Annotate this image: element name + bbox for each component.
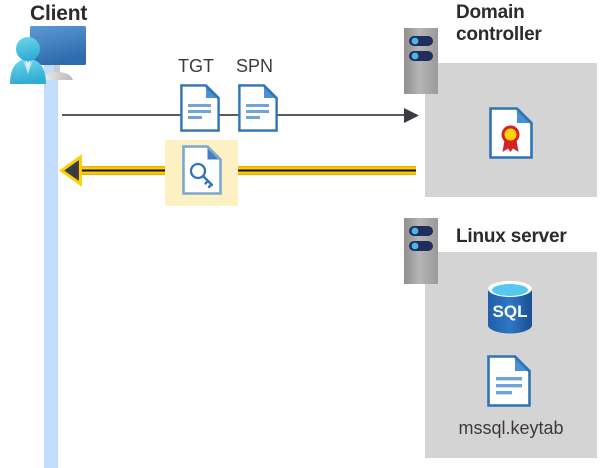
domain-controller-title: Domain controller <box>456 2 596 47</box>
client-title: Client <box>30 2 88 25</box>
document-icon-spn <box>238 84 278 132</box>
server-icon-domain-controller <box>404 28 438 94</box>
document-icon-keytab <box>487 355 531 407</box>
client-lifeline <box>44 62 58 468</box>
linux-server-title: Linux server <box>456 226 567 247</box>
sql-database-icon: SQL <box>484 279 536 335</box>
tgt-label: TGT <box>178 56 214 76</box>
user-computer-icon <box>8 22 104 90</box>
request-arrow-line <box>62 114 410 116</box>
keytab-filename-label: mssql.keytab <box>458 418 564 438</box>
spn-label: SPN <box>236 56 274 76</box>
dc-title-line-2: controller <box>456 24 542 46</box>
document-icon-tgt <box>180 84 220 132</box>
sql-badge-text: SQL <box>493 302 528 321</box>
server-icon-linux <box>404 218 438 284</box>
request-arrow-head <box>404 108 420 123</box>
key-document-icon <box>182 145 222 195</box>
dc-title-line-1: Domain <box>456 2 525 23</box>
response-arrow-head <box>59 154 82 187</box>
certificate-document-icon <box>489 107 533 159</box>
response-arrow-line <box>74 166 416 175</box>
